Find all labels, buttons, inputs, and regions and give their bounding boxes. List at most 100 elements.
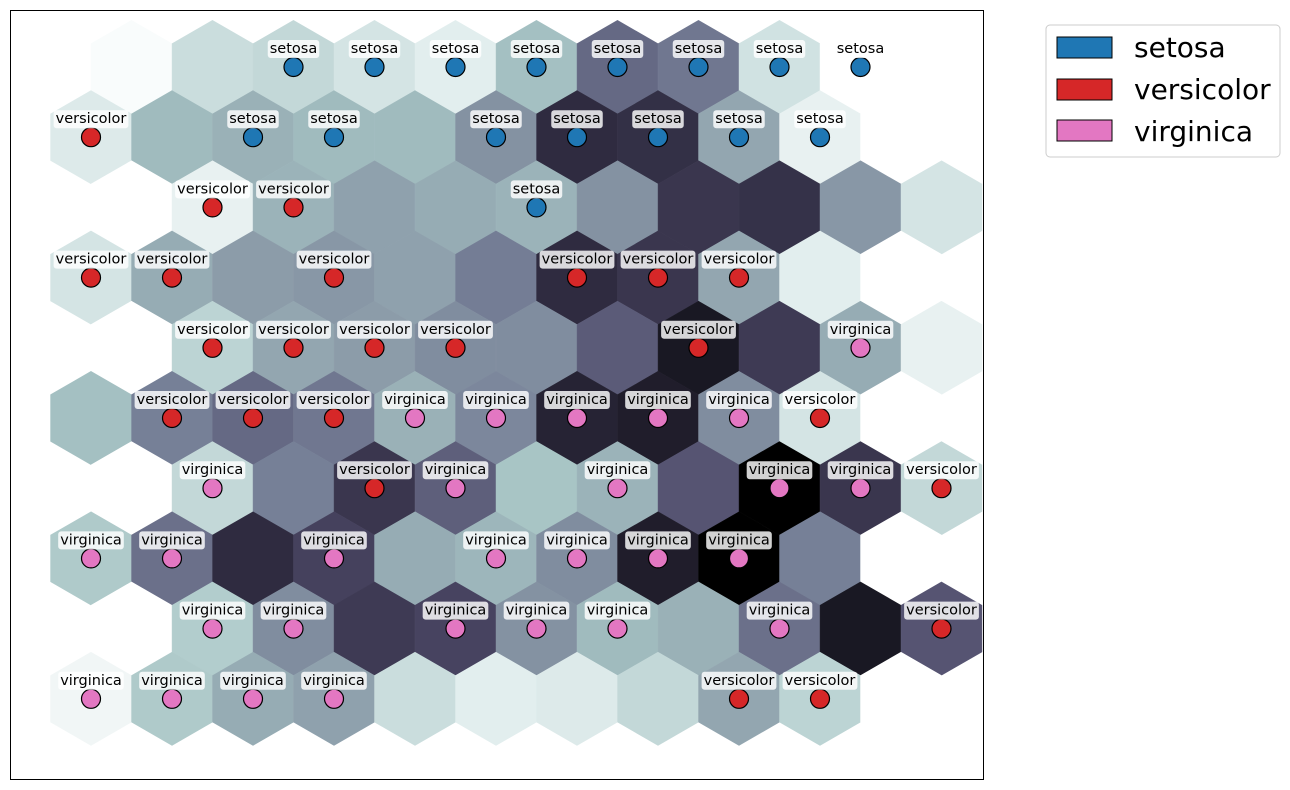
marker-label-background <box>175 320 250 339</box>
marker-label-group: virginica <box>422 461 489 480</box>
marker-label: versicolor <box>704 252 775 268</box>
marker-label: versicolor <box>906 603 977 619</box>
marker-label: virginica <box>587 462 649 478</box>
legend-label-setosa: setosa <box>1134 31 1226 64</box>
marker-virginica <box>80 548 102 569</box>
marker-label-group: virginica <box>584 601 651 620</box>
marker-virginica <box>485 548 507 569</box>
marker-label: versicolor <box>258 322 329 338</box>
marker-label-background <box>296 391 372 409</box>
marker-label-background <box>904 461 979 480</box>
marker-label-background <box>58 671 124 690</box>
marker-label: virginica <box>303 673 365 689</box>
marker-setosa <box>526 56 547 78</box>
hex-cell <box>860 230 942 325</box>
marker-label: versicolor <box>785 673 856 689</box>
marker-label: virginica <box>425 462 487 478</box>
marker-label-background <box>58 531 124 550</box>
marker-label: virginica <box>384 392 446 408</box>
marker-label-group: virginica <box>706 531 772 550</box>
marker-label-group: versicolor <box>337 320 412 339</box>
marker-label: versicolor <box>542 252 613 268</box>
marker-label-background <box>706 391 772 409</box>
marker-label-group: virginica <box>58 531 124 550</box>
marker-label: setosa <box>432 41 479 57</box>
marker-label: setosa <box>675 41 722 57</box>
marker-label: virginica <box>708 392 770 408</box>
marker-label-group: virginica <box>584 461 651 480</box>
marker-label: versicolor <box>258 181 329 197</box>
hex-cell <box>860 371 942 465</box>
marker-label-background <box>256 320 331 339</box>
marker-versicolor <box>364 337 385 358</box>
marker-label: virginica <box>60 673 122 689</box>
marker-label-background <box>746 461 813 480</box>
marker-label: virginica <box>60 532 122 548</box>
marker-label: versicolor <box>339 462 410 478</box>
marker-label-background <box>337 320 412 339</box>
marker-label-group: setosa <box>794 110 846 129</box>
marker-label-background <box>139 531 205 550</box>
marker-label-group: setosa <box>470 110 522 129</box>
marker-label-background <box>422 461 489 480</box>
marker-label-background <box>753 40 806 58</box>
marker-label-group: setosa <box>632 110 684 129</box>
marker-versicolor <box>809 407 831 429</box>
marker-label-group: versicolor <box>620 250 696 269</box>
marker-virginica <box>323 548 345 569</box>
marker-versicolor <box>688 337 709 358</box>
marker-label-background <box>301 671 367 690</box>
marker-label-background <box>701 671 777 690</box>
marker-virginica <box>161 688 183 709</box>
marker-virginica <box>404 407 426 429</box>
marker-label: virginica <box>546 532 608 548</box>
marker-label-background <box>296 250 372 269</box>
marker-label: virginica <box>425 603 487 619</box>
marker-virginica <box>607 478 628 499</box>
marker-versicolor <box>161 407 183 429</box>
marker-label-group: versicolor <box>904 601 979 620</box>
hex-cell <box>900 20 983 114</box>
marker-label-background <box>53 250 129 269</box>
marker-label: virginica <box>222 673 284 689</box>
marker-label-group: virginica <box>625 531 691 550</box>
marker-label-background <box>544 531 610 550</box>
marker-label-background <box>134 250 210 269</box>
hex-cell <box>860 651 942 746</box>
marker-label-group: virginica <box>503 601 570 620</box>
marker-label: setosa <box>270 41 317 57</box>
marker-setosa <box>283 56 304 78</box>
marker-virginica <box>728 407 750 429</box>
marker-label: virginica <box>708 532 770 548</box>
legend-swatch-versicolor <box>1056 78 1113 101</box>
marker-label: versicolor <box>177 322 248 338</box>
marker-label-group: virginica <box>706 391 772 409</box>
hex-cell <box>860 90 942 185</box>
marker-label-background <box>834 40 887 58</box>
marker-label-background <box>463 531 529 550</box>
marker-setosa <box>688 56 709 78</box>
marker-label: virginica <box>749 603 811 619</box>
marker-label: versicolor <box>663 322 734 338</box>
marker-label-background <box>422 601 489 620</box>
marker-label-background <box>827 461 894 480</box>
marker-label-group: setosa <box>591 40 644 58</box>
marker-setosa <box>364 56 385 78</box>
marker-label: versicolor <box>56 111 127 127</box>
marker-virginica <box>242 688 264 709</box>
marker-label: virginica <box>182 603 244 619</box>
marker-label-background <box>904 601 979 620</box>
marker-labels: setosa setosa setosa setosa setosa setosa seto… <box>53 40 979 690</box>
marker-label: setosa <box>796 111 843 127</box>
marker-label-background <box>179 461 246 480</box>
marker-label-background <box>220 671 286 690</box>
marker-label: virginica <box>830 322 892 338</box>
marker-virginica <box>769 478 790 499</box>
marker-versicolor <box>809 688 831 709</box>
marker-label: versicolor <box>339 322 410 338</box>
marker-label-group: versicolor <box>134 250 210 269</box>
marker-versicolor <box>283 337 304 358</box>
marker-setosa <box>809 127 831 148</box>
marker-setosa <box>607 56 628 78</box>
legend-swatch-setosa <box>1056 36 1113 59</box>
